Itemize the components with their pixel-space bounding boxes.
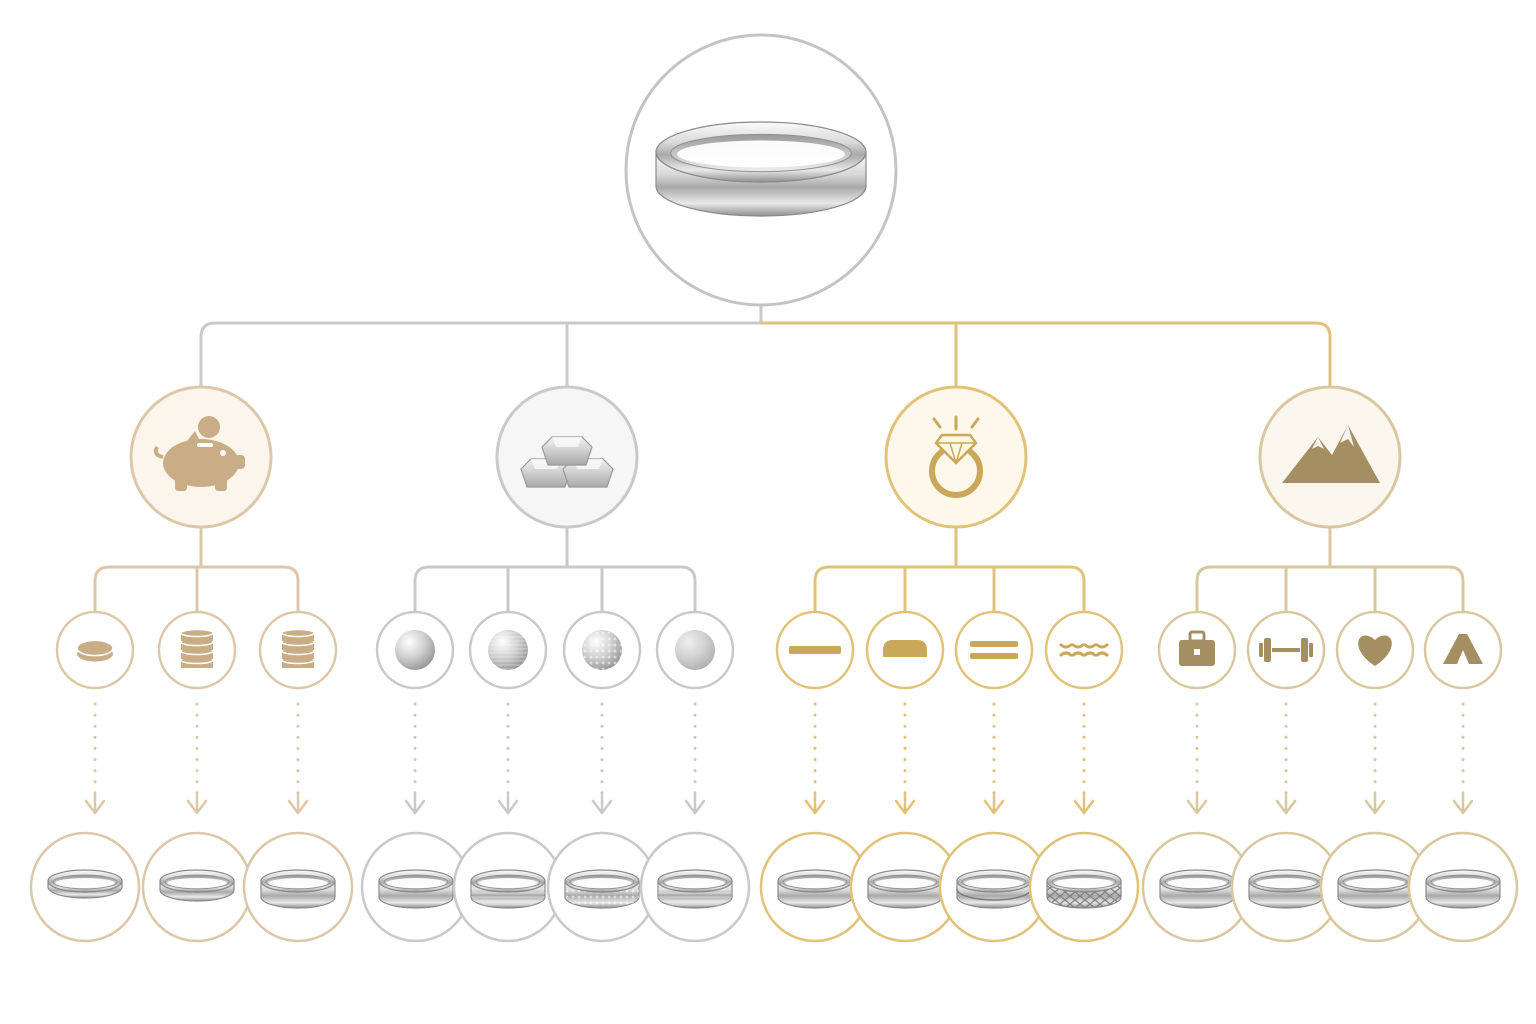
result-ring-lifestyle-1[interactable] (1141, 831, 1253, 943)
brushed-band-ring-icon (470, 869, 546, 909)
option-node-lifestyle-2[interactable] (1246, 610, 1326, 690)
arrow-head-icon (684, 793, 706, 815)
hammered-band-ring-icon (564, 869, 640, 909)
polished-sphere-icon (395, 630, 435, 670)
tent-icon (1443, 634, 1483, 664)
arrow-head-icon (1186, 793, 1208, 815)
brushed-sphere-icon (488, 630, 528, 670)
option-node-metal-4[interactable] (655, 610, 735, 690)
result-ring-budget-1[interactable] (29, 831, 141, 943)
connector-lines (84, 303, 1474, 815)
trunk-right-line (759, 321, 1332, 389)
option-node-metal-1[interactable] (375, 610, 455, 690)
arrow-head-icon (894, 793, 916, 815)
arrow-head-icon (1452, 793, 1474, 815)
result-ring-budget-3[interactable] (242, 831, 354, 943)
arrow-head-icon (497, 793, 519, 815)
option-node-lifestyle-4[interactable] (1423, 610, 1503, 690)
arrow-head-icon (1275, 793, 1297, 815)
trunk-left-line (199, 321, 763, 389)
result-ring-metal-2[interactable] (452, 831, 564, 943)
branch-bar-style (813, 565, 1086, 614)
result-ring-lifestyle-3[interactable] (1319, 831, 1431, 943)
root-ring-node[interactable] (624, 33, 898, 307)
diamond-ring-icon (929, 415, 983, 498)
category-node-budget[interactable] (129, 385, 273, 529)
arrow-head-icon (186, 793, 208, 815)
coin-stack-icon (180, 628, 214, 668)
result-ring-lifestyle-4[interactable] (1407, 831, 1519, 943)
result-ring-metal-3[interactable] (546, 831, 658, 943)
hammered-sphere-icon (582, 630, 622, 670)
result-ring-metal-4[interactable] (639, 831, 751, 943)
mountain-icon (1282, 425, 1380, 483)
branch-bar-metal (413, 565, 697, 614)
heart-icon (1358, 635, 1392, 666)
dome-profile-icon (883, 640, 927, 657)
option-node-lifestyle-1[interactable] (1157, 610, 1237, 690)
arrow-head-icon (1073, 793, 1095, 815)
arrow-head-icon (287, 793, 309, 815)
result-ring-style-1[interactable] (759, 831, 871, 943)
outdoor-band-ring-icon (1425, 869, 1501, 909)
matte-sphere-icon (675, 630, 715, 670)
option-node-style-1[interactable] (775, 610, 855, 690)
arrow-head-icon (983, 793, 1005, 815)
option-node-budget-3[interactable] (258, 610, 338, 690)
office-band-ring-icon (1159, 869, 1235, 909)
option-node-style-2[interactable] (865, 610, 945, 690)
result-ring-style-3[interactable] (938, 831, 1050, 943)
option-node-budget-2[interactable] (157, 610, 237, 690)
option-node-style-4[interactable] (1044, 610, 1124, 690)
arrow-head-icon (404, 793, 426, 815)
briefcase-icon (1179, 630, 1215, 666)
flat-band-ring-icon (777, 869, 853, 909)
branch-bar-lifestyle (1195, 565, 1465, 614)
category-node-metal[interactable] (495, 385, 639, 529)
result-ring-budget-2[interactable] (141, 831, 253, 943)
braided-band-ring-icon (1046, 869, 1122, 909)
category-node-lifestyle[interactable] (1258, 385, 1402, 529)
sport-band-ring-icon (1248, 869, 1324, 909)
diagram-nodes (29, 33, 1519, 943)
wide-band-ring-icon (260, 869, 336, 909)
medium-band-ring-icon (159, 869, 235, 902)
polished-band-ring-icon (378, 869, 454, 909)
arrow-head-icon (591, 793, 613, 815)
dumbbell-icon (1259, 638, 1313, 662)
piggy-bank-icon (153, 416, 245, 491)
romantic-band-ring-icon (1337, 869, 1413, 909)
result-ring-style-2[interactable] (849, 831, 961, 943)
grooved-band-ring-icon (956, 869, 1032, 909)
option-node-metal-3[interactable] (562, 610, 642, 690)
silver-band-ring-icon (655, 121, 867, 217)
matte-band-ring-icon (657, 869, 733, 909)
thin-band-ring-icon (47, 869, 123, 899)
arrow-head-icon (1364, 793, 1386, 815)
coin-stack-tall-icon (281, 628, 315, 668)
double-line-icon (970, 641, 1018, 659)
option-node-style-3[interactable] (954, 610, 1034, 690)
braided-pattern-icon (1058, 642, 1110, 658)
result-ring-metal-1[interactable] (360, 831, 472, 943)
category-node-style[interactable] (884, 385, 1028, 529)
single-coin-icon (76, 639, 114, 662)
flat-profile-icon (789, 646, 841, 654)
option-node-lifestyle-3[interactable] (1335, 610, 1415, 690)
arrow-head-icon (804, 793, 826, 815)
arrow-head-icon (84, 793, 106, 815)
option-node-metal-2[interactable] (468, 610, 548, 690)
comfort-band-ring-icon (867, 869, 943, 909)
metal-bars-icon (520, 436, 614, 488)
result-ring-style-4[interactable] (1028, 831, 1140, 943)
option-node-budget-1[interactable] (55, 610, 135, 690)
